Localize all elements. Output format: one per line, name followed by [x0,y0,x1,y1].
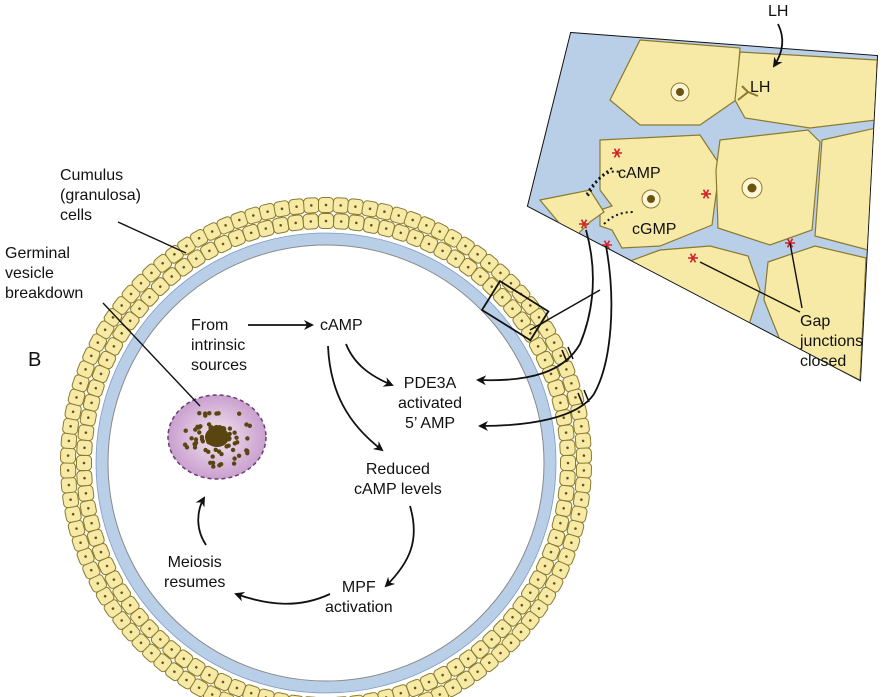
inset-cell-big-right [715,129,821,246]
arrow-reduced-to-mpf [384,505,415,588]
follicle [60,197,592,697]
cumulus-label: Cumulus(granulosa)cells [60,167,141,224]
arrow-camp-inset-to-pde3a [476,229,594,386]
arrow-meiosis-to-gv [195,496,207,546]
zona-inner-edge [107,244,545,682]
zoom-box [480,279,550,342]
zona-pellucida [96,233,556,693]
lh-inner-label: LH [750,79,771,96]
germinal-leader [102,302,201,407]
camp-dots [587,170,621,197]
zona-outer-edge [95,232,557,694]
camp-inset-label: cAMP [618,165,661,182]
lh-arrow [772,23,784,68]
arrow-camp-to-pde3a [345,343,394,387]
lh-outer-label: LH [768,3,789,20]
flow-arrows [195,229,613,605]
camp-path [585,167,613,197]
cumulus-cell-ring [60,197,592,697]
cumulus-leader [117,221,187,254]
inset-cell-top-left [609,39,741,126]
inset-cell-mid-left [599,134,721,249]
germinal-vesicle [167,394,267,480]
panel-letter: B [28,349,42,371]
inset-cell-top-right [734,51,877,129]
arrow-camp-to-reduced [327,345,384,452]
break-marks [561,346,590,406]
cgmp-inset-label: cGMP [632,221,677,238]
arrow-mpf-to-meiosis [234,591,331,605]
inset-cell-bottom-right [763,245,867,380]
chromatin-dots [182,411,252,469]
lh-receptor [737,85,759,101]
zoom-line-upper [529,289,601,331]
arrow-cgmp-inset-to-5amp [478,245,613,431]
gap-leader-1 [699,261,801,313]
cgmp-dots [603,211,635,225]
gap-leader-2 [789,242,803,309]
inset-cell-bottom-left [621,245,761,373]
camp-label: cAMP [320,317,363,334]
inset-cell-far-right [814,127,877,251]
